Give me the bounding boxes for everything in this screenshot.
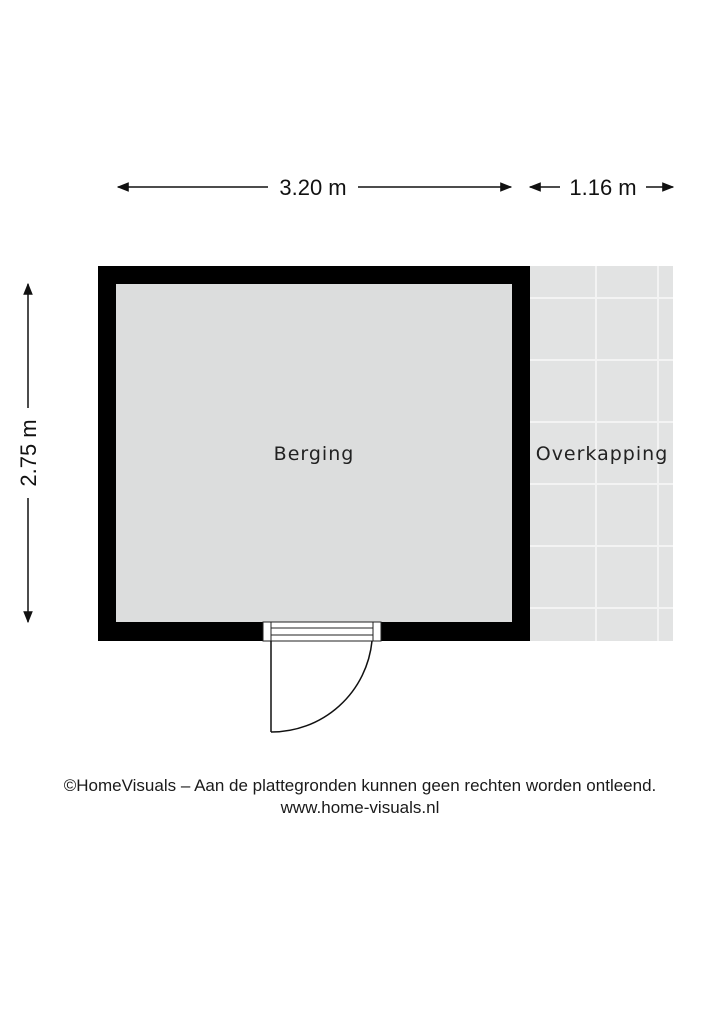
room-label-berging: Berging xyxy=(274,443,355,465)
wall-bottom-left xyxy=(98,622,263,641)
wall-bottom-right xyxy=(381,622,530,641)
wall-left xyxy=(98,266,116,641)
footer-copyright: ©HomeVisuals – Aan de plattegronden kunn… xyxy=(63,776,657,795)
covered-area-tiles xyxy=(530,266,673,641)
walls xyxy=(98,266,530,641)
footer-website: www.home-visuals.nl xyxy=(280,798,440,817)
wall-right xyxy=(512,266,530,641)
door xyxy=(262,621,382,733)
storage-room-floor xyxy=(116,284,512,622)
dimension-width-side: 1.16 m xyxy=(528,175,675,200)
dimension-label-width-main: 3.20 m xyxy=(279,175,346,200)
wall-top xyxy=(98,266,530,284)
dimension-label-height: 2.75 m xyxy=(16,419,41,486)
room-label-overkapping: Overkapping xyxy=(536,443,669,465)
door-swing-arc xyxy=(270,640,373,733)
dimension-width-main: 3.20 m xyxy=(116,175,513,200)
dimension-label-width-side: 1.16 m xyxy=(569,175,636,200)
dimension-height: 2.75 m xyxy=(16,282,41,624)
